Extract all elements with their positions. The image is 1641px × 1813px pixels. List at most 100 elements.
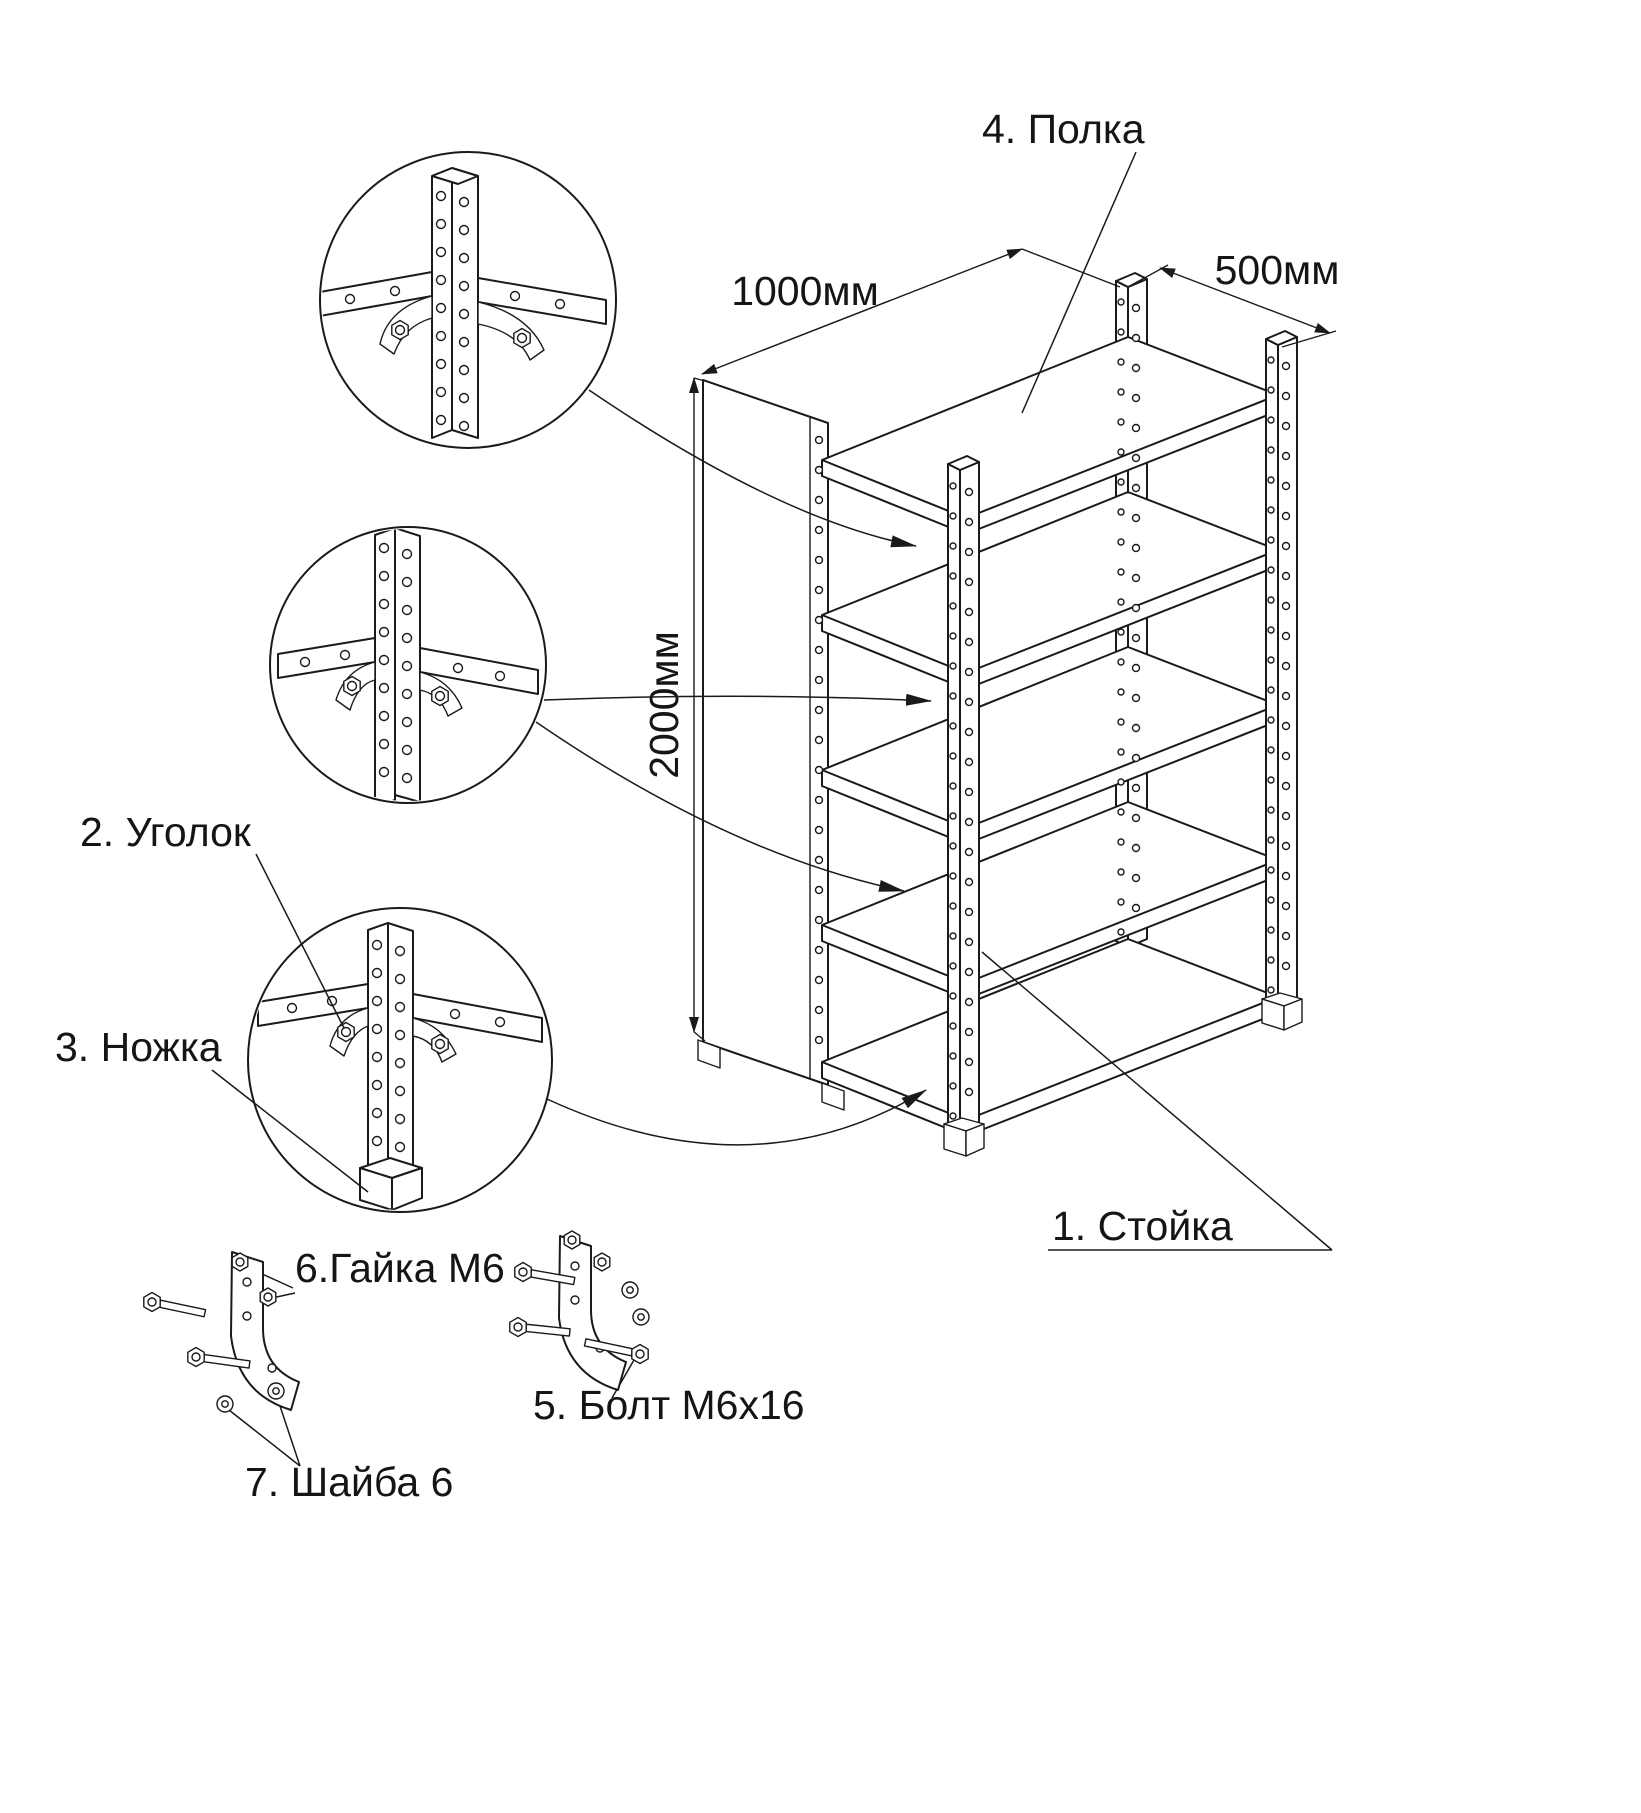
hole — [344, 293, 356, 305]
hole — [494, 1016, 506, 1028]
detail-circle-top-joint — [319, 151, 617, 449]
hole — [964, 1027, 974, 1037]
hole — [949, 482, 957, 490]
hole — [964, 517, 974, 527]
hole — [458, 308, 470, 320]
hole — [401, 744, 413, 756]
hole — [1117, 418, 1125, 426]
hole — [1131, 303, 1141, 313]
hole — [1131, 633, 1141, 643]
hole — [435, 274, 447, 286]
hardware-parts — [143, 1230, 650, 1413]
hole — [964, 817, 974, 827]
shelves — [821, 336, 1279, 1137]
hole — [1117, 448, 1125, 456]
hole — [1131, 453, 1141, 463]
hole — [1281, 781, 1291, 791]
hole — [814, 1035, 824, 1045]
dim-ext — [1281, 330, 1337, 348]
hole — [949, 872, 957, 880]
leader-bolt-label — [611, 1359, 635, 1399]
hole — [394, 945, 406, 957]
shelf-1 — [821, 336, 1279, 535]
hole — [964, 757, 974, 767]
shelf-flange-right — [477, 277, 607, 325]
hole — [1281, 691, 1291, 701]
dimensions: 1000мм 500мм 2000мм — [641, 247, 1339, 1042]
hole — [1131, 903, 1141, 913]
hole — [458, 392, 470, 404]
hole — [1281, 721, 1291, 731]
hole — [964, 1057, 974, 1067]
hole — [814, 675, 824, 685]
hole — [1267, 746, 1275, 754]
hole — [949, 752, 957, 760]
hole — [1281, 541, 1291, 551]
hole — [242, 1277, 252, 1287]
bracket-plate-right — [558, 1235, 627, 1391]
hole — [1117, 478, 1125, 486]
hole — [1131, 873, 1141, 883]
hole — [449, 1008, 461, 1020]
hole — [949, 932, 957, 940]
hole — [1131, 753, 1141, 763]
hole — [814, 915, 824, 925]
hole — [814, 615, 824, 625]
hole — [814, 885, 824, 895]
hole — [949, 842, 957, 850]
hole — [1117, 628, 1125, 636]
hole — [458, 420, 470, 432]
hole — [964, 697, 974, 707]
hole — [394, 973, 406, 985]
hole — [1281, 751, 1291, 761]
hole — [1131, 573, 1141, 583]
hole — [1131, 603, 1141, 613]
hole — [814, 1005, 824, 1015]
hole — [371, 939, 383, 951]
detail-circle-mid-joint — [269, 526, 547, 804]
hole — [1281, 811, 1291, 821]
label-bracket: 2. Уголок — [80, 809, 252, 855]
hole — [949, 512, 957, 520]
hole — [378, 598, 390, 610]
hole — [435, 190, 447, 202]
hole — [949, 602, 957, 610]
hole — [1281, 451, 1291, 461]
hole — [814, 765, 824, 775]
hole — [1267, 536, 1275, 544]
hole — [1131, 813, 1141, 823]
foot — [391, 1167, 423, 1210]
hole — [401, 772, 413, 784]
hole — [378, 654, 390, 666]
dim-ext — [1127, 264, 1169, 288]
hole — [1117, 358, 1125, 366]
hole — [1281, 361, 1291, 371]
hole — [339, 649, 351, 661]
hole — [509, 290, 521, 302]
hole — [1117, 508, 1125, 516]
shelf-flange-right — [419, 647, 539, 695]
hole — [1281, 841, 1291, 851]
hole — [1281, 481, 1291, 491]
hole — [949, 722, 957, 730]
hole — [371, 1107, 383, 1119]
hole — [1117, 568, 1125, 576]
hole — [1281, 901, 1291, 911]
hole — [1267, 416, 1275, 424]
post-holes — [814, 298, 1291, 1120]
hole — [371, 1135, 383, 1147]
leader-post-label — [981, 951, 1333, 1251]
hole — [949, 782, 957, 790]
hole — [1267, 926, 1275, 934]
hole — [394, 1113, 406, 1125]
label-post: 1. Стойка — [1052, 1203, 1233, 1249]
hole — [949, 902, 957, 910]
hole — [401, 660, 413, 672]
hole — [494, 670, 506, 682]
hole — [1267, 866, 1275, 874]
hole — [299, 656, 311, 668]
hole — [949, 1082, 957, 1090]
hole — [949, 572, 957, 580]
hole — [435, 414, 447, 426]
hole — [394, 1141, 406, 1153]
